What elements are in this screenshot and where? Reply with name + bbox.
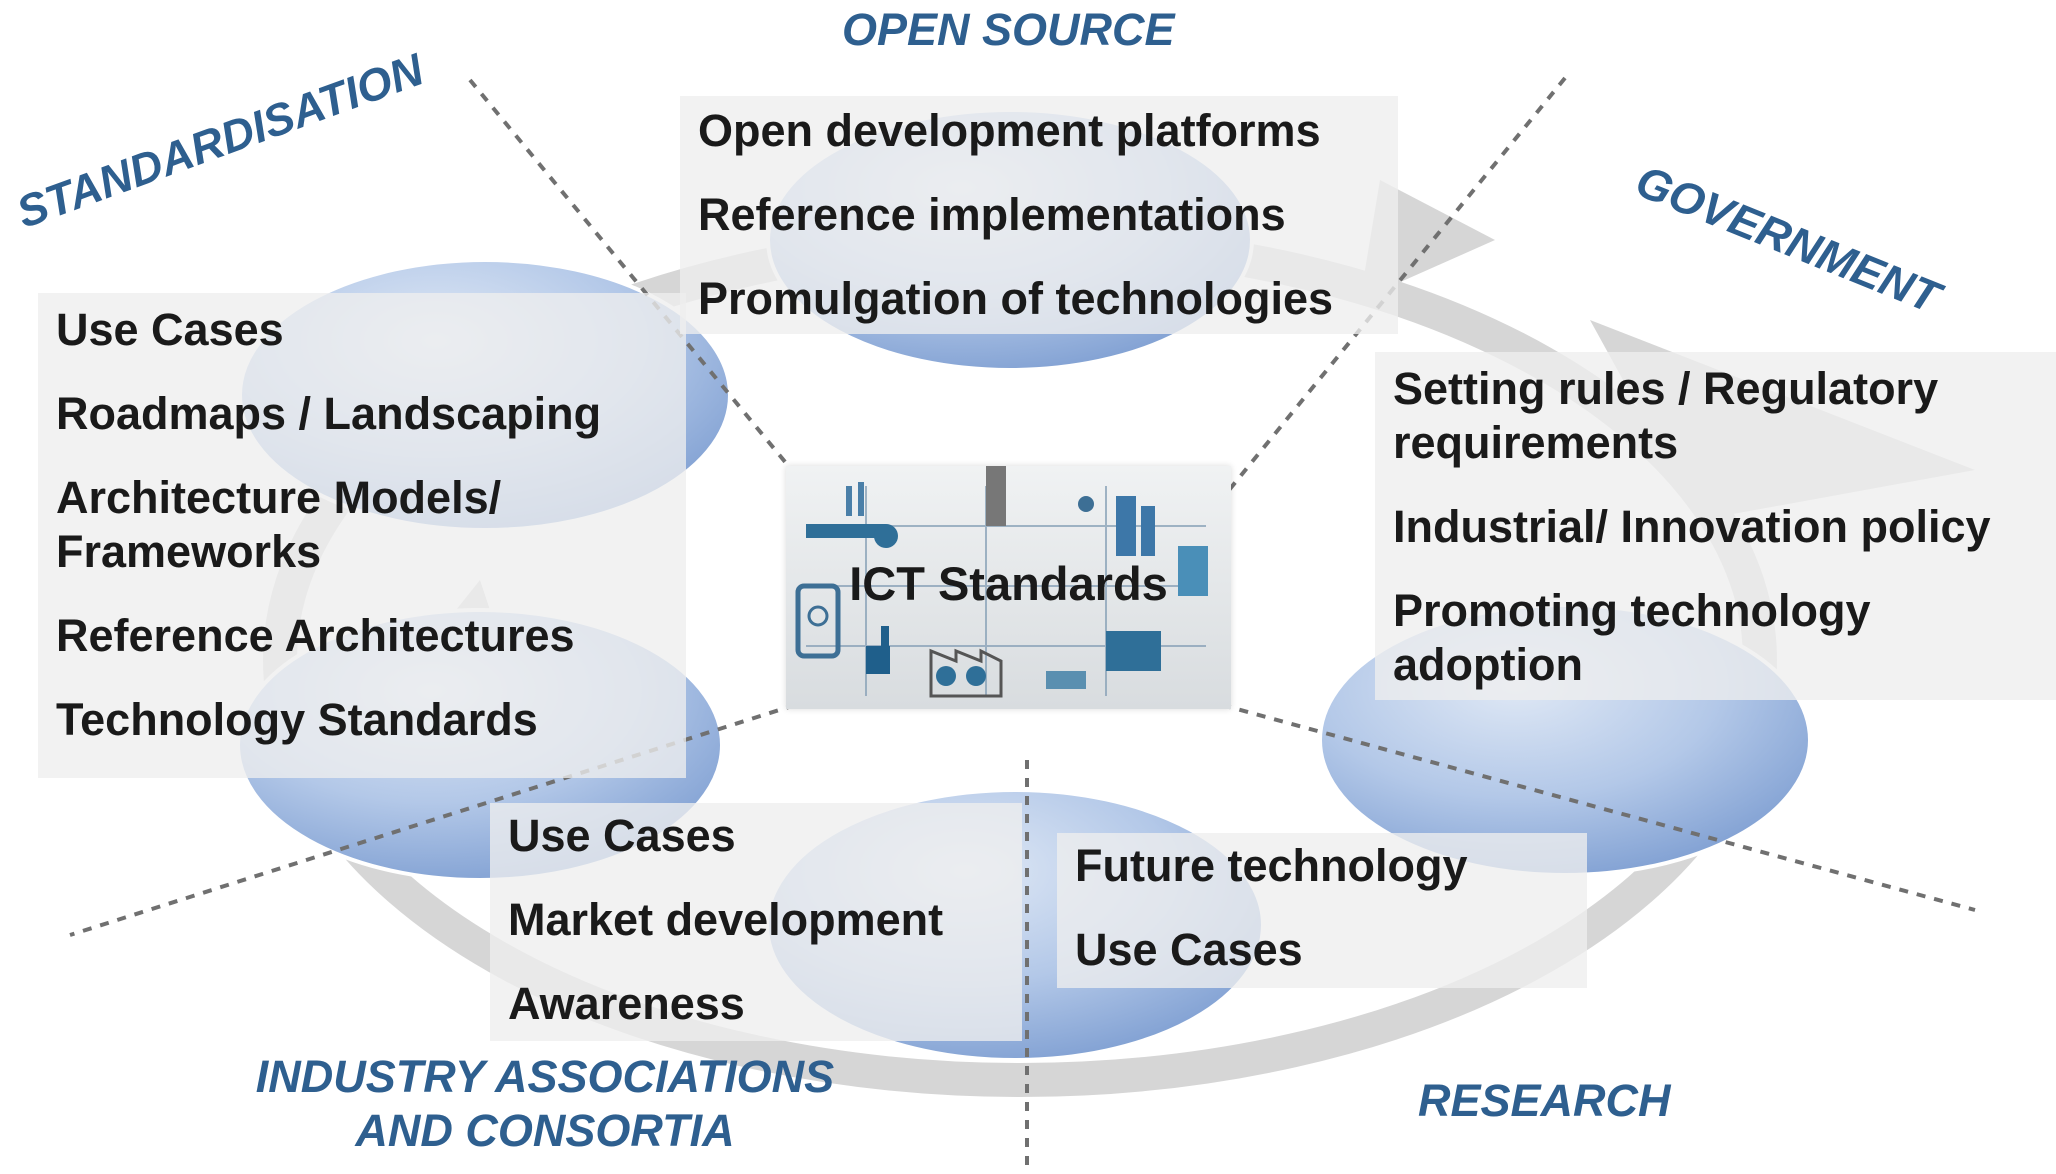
standardisation-item-3: Architecture Models/ Frameworks [56,472,502,577]
open-source-item-1: Open development platforms [698,105,1321,156]
standardisation-item-2: Roadmaps / Landscaping [56,388,602,439]
robot-arm-icon [866,626,890,674]
box-government: Setting rules / Regulatory requirements … [1375,352,2056,700]
separator-line-top-left [468,78,802,482]
gear-icon [936,666,986,686]
sector-label-open-source: OPEN SOURCE [842,4,1175,55]
industry-item-2: Market development [508,894,944,945]
research-item-1: Future technology [1075,840,1468,891]
government-item-3: Promoting technology adoption [1393,585,1871,690]
government-item-1: Setting rules / Regulatory requirements [1393,363,1939,468]
standardisation-item-4: Reference Architectures [56,610,575,661]
power-icon [807,605,829,627]
box-open-source: Open development platforms Reference imp… [680,96,1398,334]
tablet-icon [795,583,841,659]
box-standardisation: Use Cases Roadmaps / Landscaping Archite… [38,293,686,778]
standardisation-item-1: Use Cases [56,304,284,355]
building-icon [1116,496,1155,556]
open-source-item-2: Reference implementations [698,189,1286,240]
open-source-item-3: Promulgation of technologies [698,273,1334,324]
sector-label-industry-line-1: INDUSTRY ASSOCIATIONS [255,1051,835,1102]
tractor-icon [806,524,898,548]
sector-label-research: RESEARCH [1418,1075,1671,1126]
research-item-2: Use Cases [1075,924,1303,975]
person-icon [986,466,1006,526]
center-title: ICT Standards [849,557,1168,610]
truck-icon [1046,671,1086,689]
industry-item-1: Use Cases [508,810,736,861]
center-image-card: ICT Standards [786,466,1231,709]
monitor-icon [1106,631,1161,671]
bin-icon [1178,546,1208,596]
box-industry: Use Cases Market development Awareness [490,803,1022,1041]
industry-item-3: Awareness [508,978,745,1029]
separator-line-bottom-right [1221,703,1976,912]
sector-label-industry-line-2: AND CONSORTIA [355,1105,735,1156]
standardisation-item-5: Technology Standards [56,694,538,745]
box-research: Future technology Use Cases [1057,833,1587,988]
sector-label-industry: INDUSTRY ASSOCIATIONS AND CONSORTIA [230,1050,860,1158]
government-item-2: Industrial/ Innovation policy [1393,501,1991,552]
wheat-icon [846,482,864,516]
flask-icon [1078,496,1094,512]
center-icon-collage [795,466,1208,698]
factory-icon [929,648,1003,698]
